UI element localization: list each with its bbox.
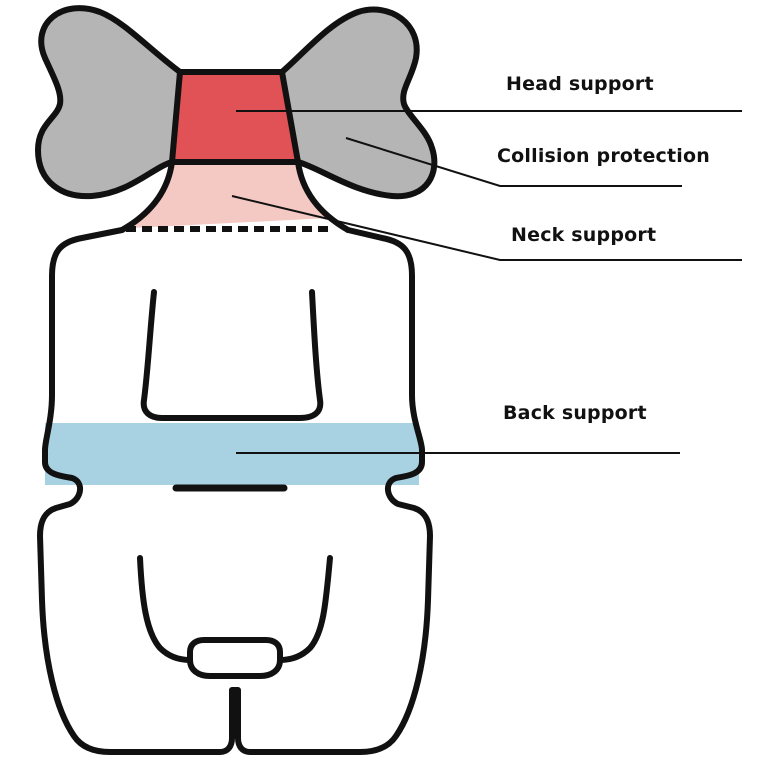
neck-outline — [119, 159, 351, 233]
collision-protection-leader — [345, 137, 682, 187]
neck-support-region — [132, 162, 330, 228]
head-support-region — [169, 69, 301, 165]
seat-body-outline — [37, 227, 433, 755]
back-support-label: Back support — [503, 402, 647, 424]
neck-support-leader — [231, 195, 742, 261]
buckle-slot — [187, 657, 283, 679]
collision-protection-label: Collision protection — [497, 145, 710, 167]
seat-cutout — [137, 555, 333, 663]
head-support-label: Head support — [506, 73, 654, 95]
backrest-cutout — [140, 289, 324, 421]
neck-support-label: Neck support — [511, 224, 657, 246]
